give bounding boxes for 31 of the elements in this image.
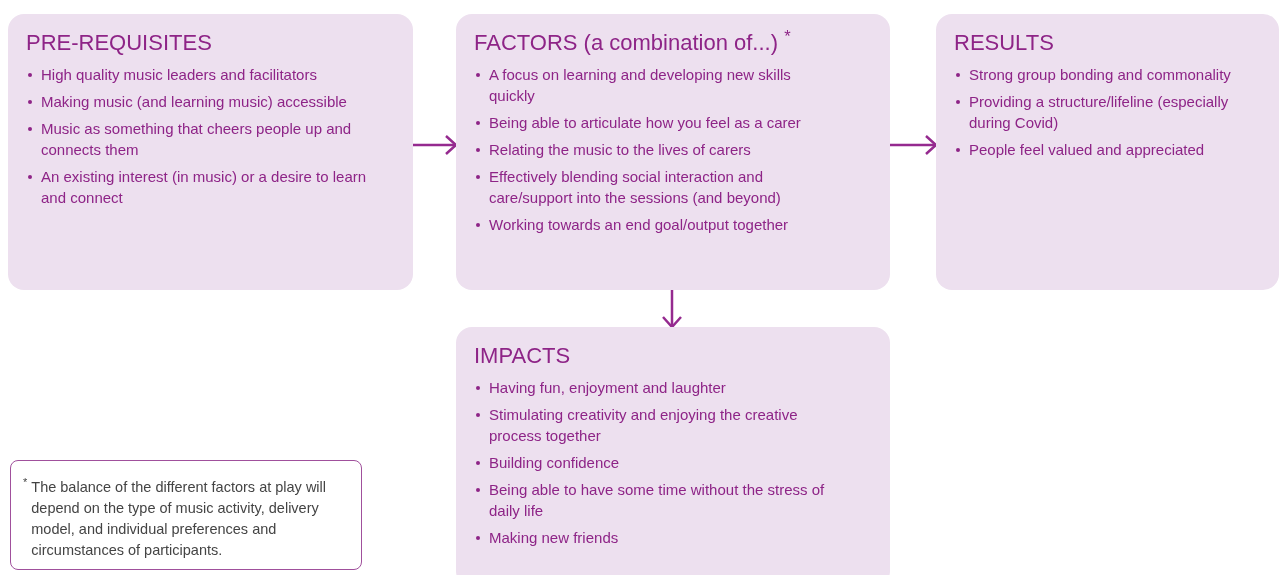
bullet-text: Having fun, enjoyment and laughter [489,378,726,398]
card-heading: IMPACTS [474,342,571,370]
footnote-mark: * [23,477,28,490]
bullet-text: Being able to articulate how you feel as a carer [489,113,801,133]
arrow [413,134,458,156]
stage-card [456,327,890,575]
stage-card [456,14,890,290]
footnote-text: The balance of the different factors at play will depend on the type of music activity, delivery model, and individual preferences and circumstances of participants. [31,478,327,560]
bullet-text: Effectively blending social interaction and care/support into the sessions (and beyond) [489,167,782,208]
bullet-text: Strong group bonding and commonality [969,65,1231,85]
bullet-text: Stimulating creativity and enjoying the creative process together [489,405,799,446]
bullet-text: Working towards an end goal/output together [489,215,789,235]
bullet-text: A focus on learning and developing new skills quickly [489,65,792,106]
bullet-text: An existing interest (in music) or a desire to learn and connect [41,167,368,208]
bullet-text: High quality music leaders and facilitators [41,65,317,85]
bullet-text: Being able to have some time without the stress of daily life [489,480,826,521]
bullet-text: Providing a structure/lifeline (especially during Covid) [969,92,1230,133]
card-heading: FACTORS (a combination of...) $^{*}$ [474,28,791,57]
bullet-text: Music as something that cheers people up and connects them [41,119,353,160]
card-heading: RESULTS [954,29,1054,57]
card-heading: PRE-REQUISITES [26,29,212,57]
stage-card [936,14,1279,290]
arrow [890,134,938,156]
stage-card [8,14,413,290]
bullet-text: Relating the music to the lives of carers [489,140,751,160]
bullet-text: Building confidence [489,453,620,473]
bullet-text: Making music (and learning music) accessible [41,92,347,112]
arrow [661,290,683,329]
footnote-box [10,460,362,570]
bullet-text: People feel valued and appreciated [969,140,1205,160]
bullet-text: Making new friends [489,528,619,548]
